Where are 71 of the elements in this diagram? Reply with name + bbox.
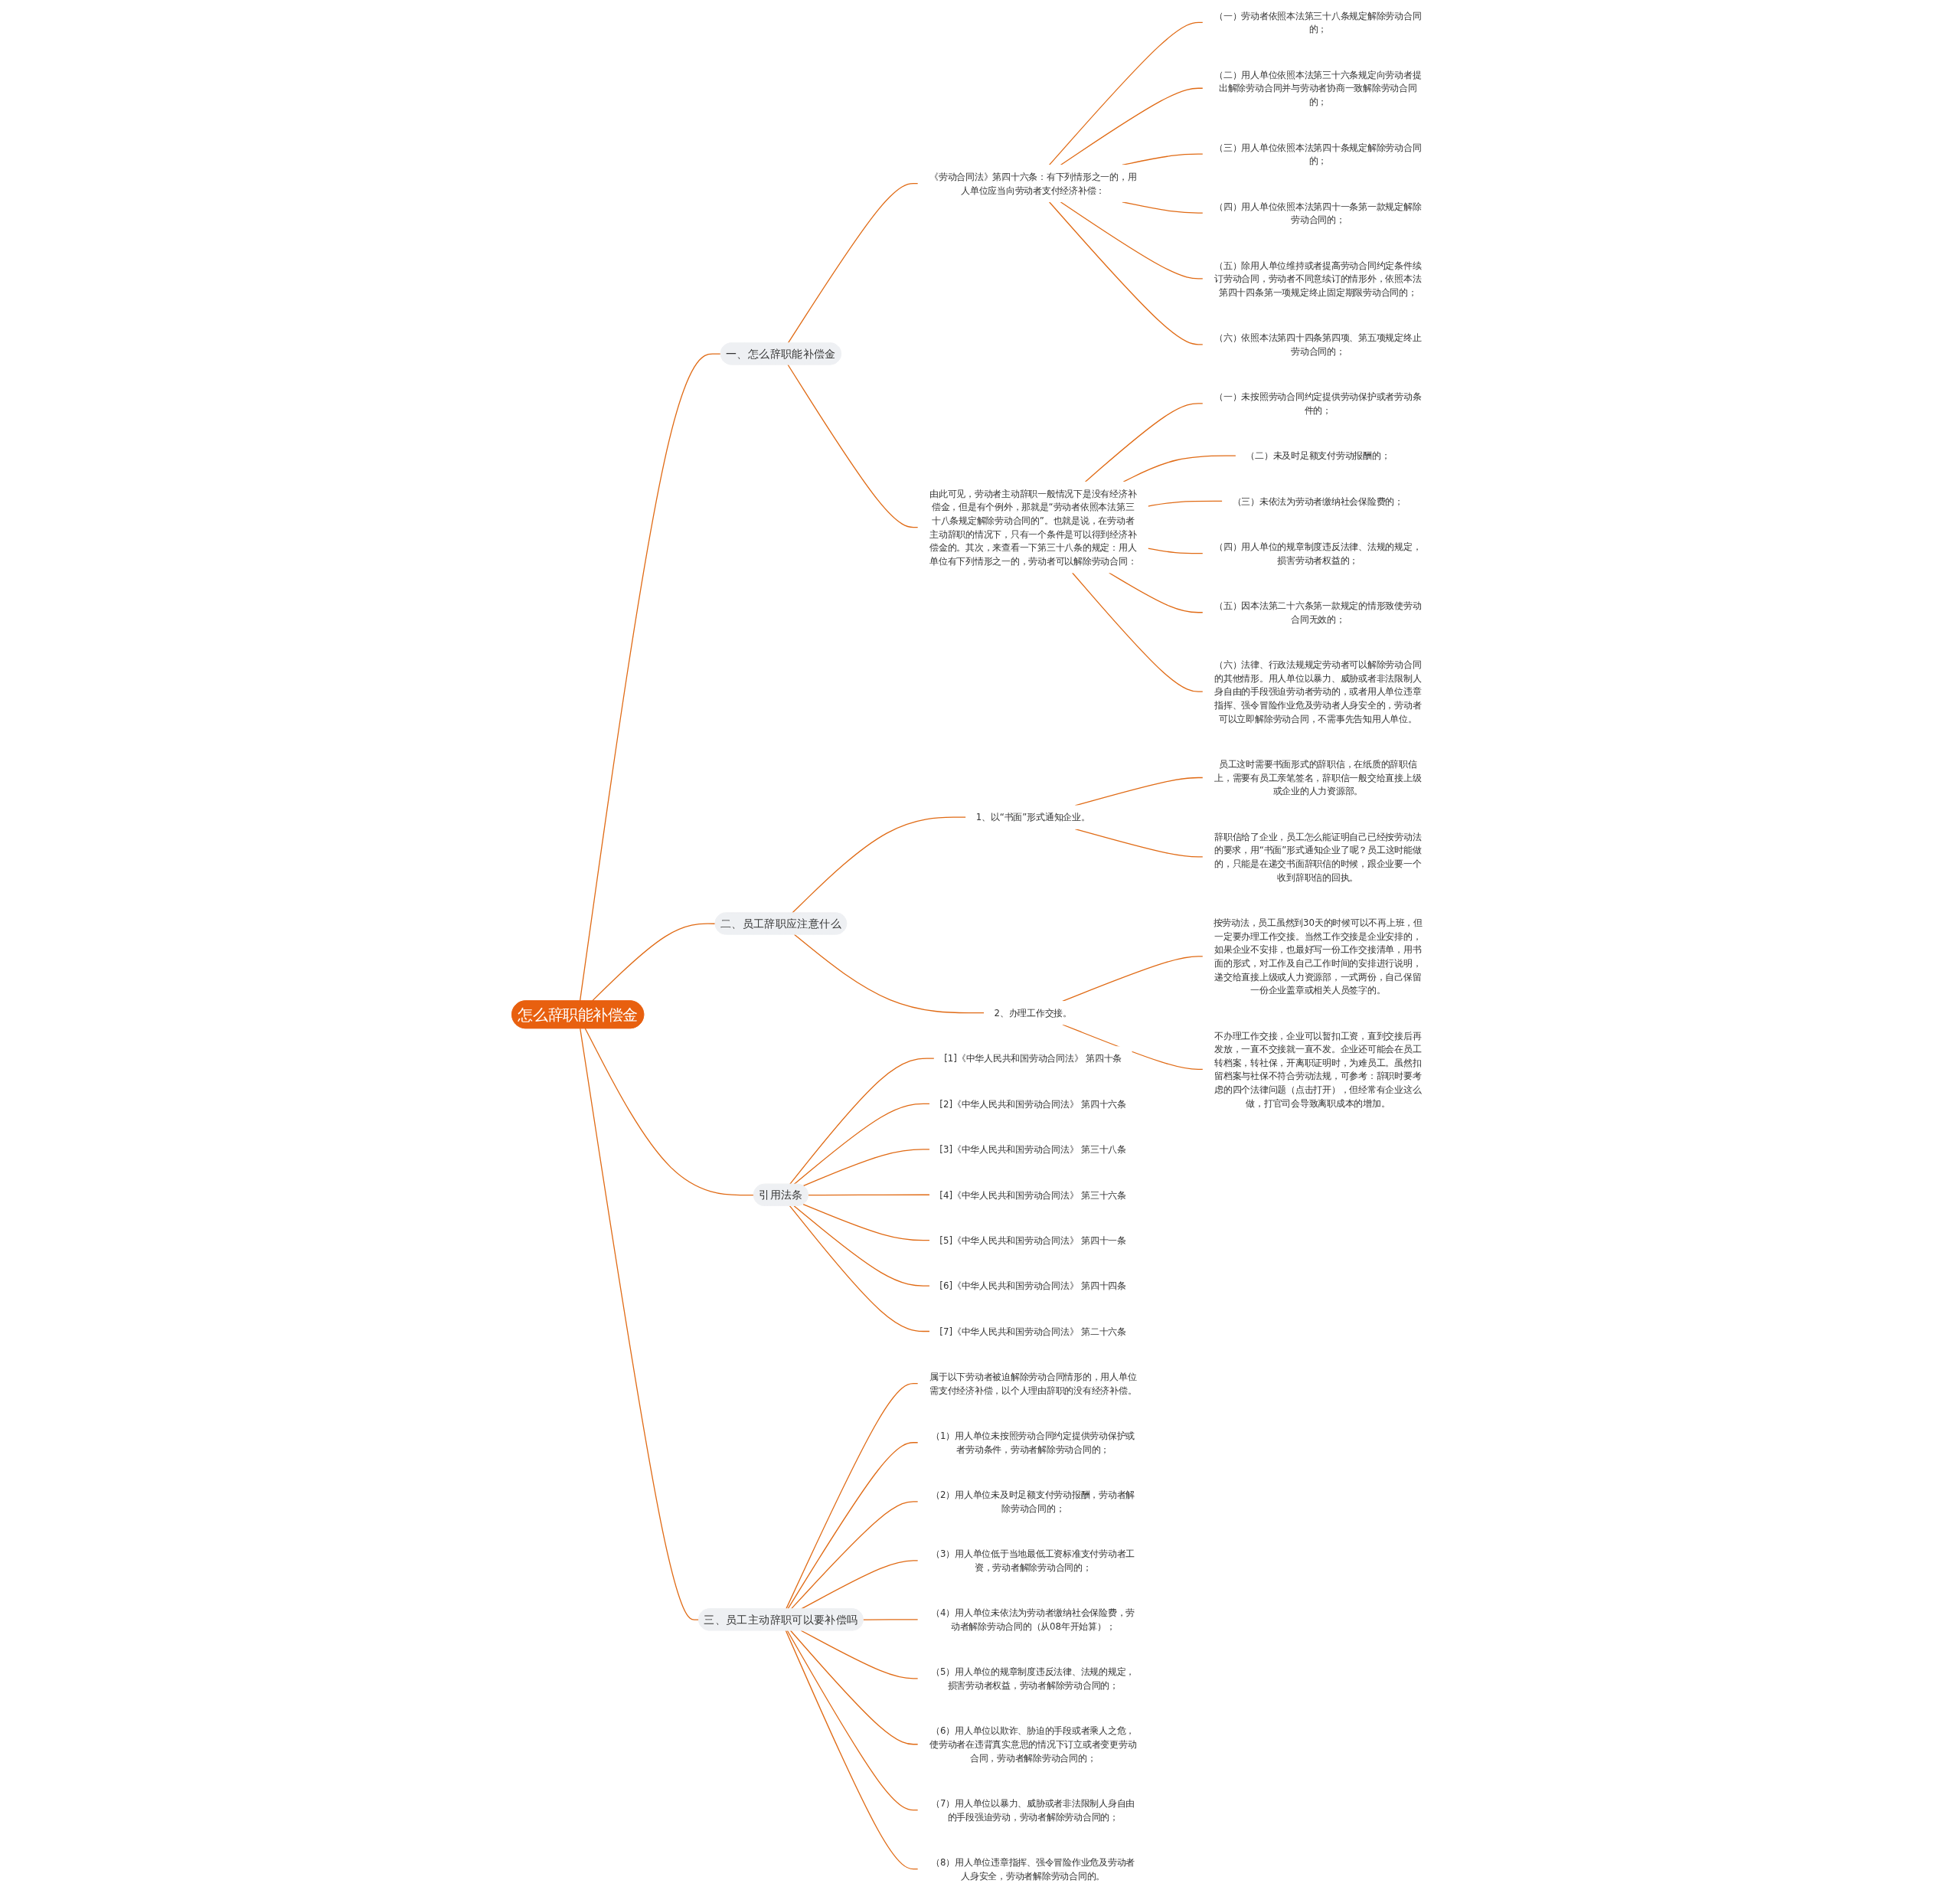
- node-text: 《劳动合同法》第四十六条：有下列情形之一的，用人单位应当向劳动者支付经济补偿：: [929, 171, 1137, 196]
- connector: [787, 364, 919, 528]
- node-text: [7]《中华人民共和国劳动合同法》 第二十六条: [939, 1326, 1126, 1337]
- node-text: [3]《中华人民共和国劳动合同法》 第三十八条: [939, 1144, 1126, 1155]
- node-text: （二）未及时足额支付劳动报酬的；: [1246, 450, 1390, 461]
- connector: [1060, 201, 1204, 280]
- connector: [1147, 500, 1223, 507]
- connector: [802, 1203, 930, 1241]
- node-text: （四）用人单位的规章制度违反法律、法规的规定，损害劳动者权益的；: [1214, 541, 1422, 566]
- node-text: （三）用人单位依照本法第四十条规定解除劳动合同的；: [1214, 142, 1422, 166]
- node-text: （一）未按照劳动合同约定提供劳动保护或者劳动条件的；: [1214, 391, 1422, 416]
- connector: [800, 1630, 919, 1679]
- connector: [785, 1630, 919, 1870]
- node-text: 由此可见，劳动者主动辞职一般情况下是没有经济补偿金，但是有个例外，那就是“劳动者依照本法第三十八条规定解除劳动合同的”。也就是说，在劳动者主动辞职的情况下，只有一个条件是可以得到经济补偿金的。其次，来查看一下第三十八条的规定：用人单位有下列情形之一的，劳动者可以解除劳动合同：: [929, 488, 1137, 567]
- connector: [862, 1619, 919, 1620]
- connector: [786, 1383, 919, 1610]
- node-text: （8）用人单位违章指挥、强令冒险作业危及劳动者人身安全，劳动者解除劳动合同的。: [931, 1856, 1135, 1882]
- connector: [591, 923, 717, 1002]
- connector: [787, 182, 919, 344]
- node-text: （五）除用人单位维持或者提高劳动合同约定条件续订劳动合同，劳动者不同意续订的情形外，依照本法第四十四条第一项规定终止固定期限劳动合同的；: [1214, 260, 1422, 298]
- connector: [1048, 201, 1204, 345]
- connector: [792, 816, 967, 914]
- node-text: （一）劳动者依照本法第三十八条规定解除劳动合同的；: [1214, 10, 1422, 35]
- node-text: （五）因本法第二十六条第一款规定的情形致使劳动合同无效的；: [1214, 600, 1422, 625]
- node-text: （4）用人单位未依法为劳动者缴纳社会保险费，劳动者解除劳动合同的（从08年开始算）；: [931, 1607, 1135, 1632]
- node-text: 不办理工作交接，企业可以暂扣工资，直到交接后再发放，一直不交接就一直不发。企业还可能会在员工转档案，转社保，开离职证明时，为难员工。虽然扣留档案与社保不符合劳动法规，可参考：辞职时要考虑的四个法律问题（点击打开），但经常有企业这么做，打官司会导致离职成本的增加。: [1214, 1030, 1422, 1109]
- connector: [1108, 572, 1204, 613]
- connector: [786, 1630, 919, 1811]
- node-text: 1、以“书面”形式通知企业。: [975, 812, 1090, 823]
- node-text: [1]《中华人民共和国劳动合同法》 第四十条: [944, 1053, 1122, 1064]
- connector: [1048, 21, 1204, 166]
- node-text: （7）用人单位以暴力、威胁或者非法限制人身自由的手段强迫劳动，劳动者解除劳动合同的；: [931, 1797, 1135, 1823]
- connector: [802, 1149, 930, 1187]
- connector: [793, 1103, 930, 1185]
- node-text: （5）用人单位的规章制度违反法律、法规的规定，损害劳动者权益，劳动者解除劳动合同的；: [931, 1666, 1135, 1691]
- node-text: [4]《中华人民共和国劳动合同法》 第三十六条: [939, 1189, 1126, 1201]
- connector: [1147, 548, 1204, 554]
- connector: [1084, 403, 1204, 482]
- node-text: 辞职信给了企业，员工怎么能证明自己已经按劳动法的要求，用“书面”形式通知企业了呢？员工这时能做的，只能是在递交书面辞职信的时候，跟企业要一个收到辞职信的回执。: [1214, 831, 1422, 883]
- connector: [1072, 572, 1204, 692]
- node-text: （2）用人单位未及时足额支付劳动报酬，劳动者解除劳动合同的；: [931, 1489, 1135, 1514]
- connector: [789, 1205, 930, 1332]
- connector: [584, 1028, 755, 1196]
- node-text: （四）用人单位依照本法第四十一条第一款规定解除劳动合同的；: [1214, 201, 1422, 225]
- node-text: （3）用人单位低于当地最低工资标准支付劳动者工资，劳动者解除劳动合同的；: [931, 1548, 1135, 1573]
- node-text: 2、办理工作交接。: [994, 1007, 1072, 1019]
- node-text: 按劳动法，员工虽然到30天的时候可以不再上班，但一定要办理工作交接。当然工作交接是企业安排的，如果企业不安排，也最好写一份工作交接清单，用书面的形式，对工作及自己工作时间的安排进行说明，递交给直接上级或人力资源部，一式两份，自己保留一份企业盖章或相关人员签字的。: [1213, 917, 1423, 996]
- node-text: （三）未依法为劳动者缴纳社会保险费的；: [1232, 495, 1403, 507]
- node-text: [2]《中华人民共和国劳动合同法》 第四十六条: [939, 1098, 1126, 1110]
- connector: [1122, 455, 1236, 482]
- node-text: 员工这时需要书面形式的辞职信，在纸质的辞职信上，需要有员工亲笔签名，辞职信一般交给直接上级或企业的人力资源部。: [1214, 759, 1422, 796]
- connector: [790, 1501, 919, 1610]
- connector: [579, 353, 722, 1002]
- node-text: 属于以下劳动者被迫解除劳动合同情形的，用人单位需支付经济补偿，以个人理由辞职的没有经济补偿。: [929, 1372, 1137, 1396]
- connector: [789, 1630, 919, 1745]
- node-text: （二）用人单位依照本法第三十六条规定向劳动者提出解除劳动合同并与劳动者协商一致解除劳动合同的；: [1214, 69, 1422, 107]
- node-text: [5]《中华人民共和国劳动合同法》 第四十一条: [939, 1234, 1126, 1246]
- node-text: （六）法律、行政法规规定劳动者可以解除劳动合同的其他情形。用人单位以暴力、威胁或者非法限制人身自由的手段强迫劳动者劳动的，或者用人单位违章指挥、强令冒险作业危及劳动者人身安全的，劳动者可以立即解除劳动合同，不需事先告知用人单位。: [1214, 659, 1422, 724]
- connector: [793, 934, 985, 1014]
- node-text: （六）依照本法第四十四条第四项、第五项规定终止劳动合同的；: [1214, 332, 1422, 357]
- connector: [787, 1442, 919, 1610]
- connector: [1122, 201, 1204, 214]
- connector: [793, 1205, 930, 1287]
- node-text: （1）用人单位未按照劳动合同约定提供劳动保护或者劳动条件，劳动者解除劳动合同的；: [931, 1431, 1135, 1455]
- connector: [1060, 87, 1204, 166]
- connector: [580, 1028, 700, 1620]
- node-text: （6）用人单位以欺诈、胁迫的手段或者乘人之危，使劳动者在违背真实意思的情况下订立或者变更劳动合同，劳动者解除劳动合同的；: [929, 1725, 1137, 1764]
- connector: [1062, 956, 1204, 1002]
- connector: [789, 1058, 935, 1185]
- connector: [808, 1194, 930, 1196]
- node-text: [6]《中华人民共和国劳动合同法》 第四十四条: [939, 1280, 1126, 1291]
